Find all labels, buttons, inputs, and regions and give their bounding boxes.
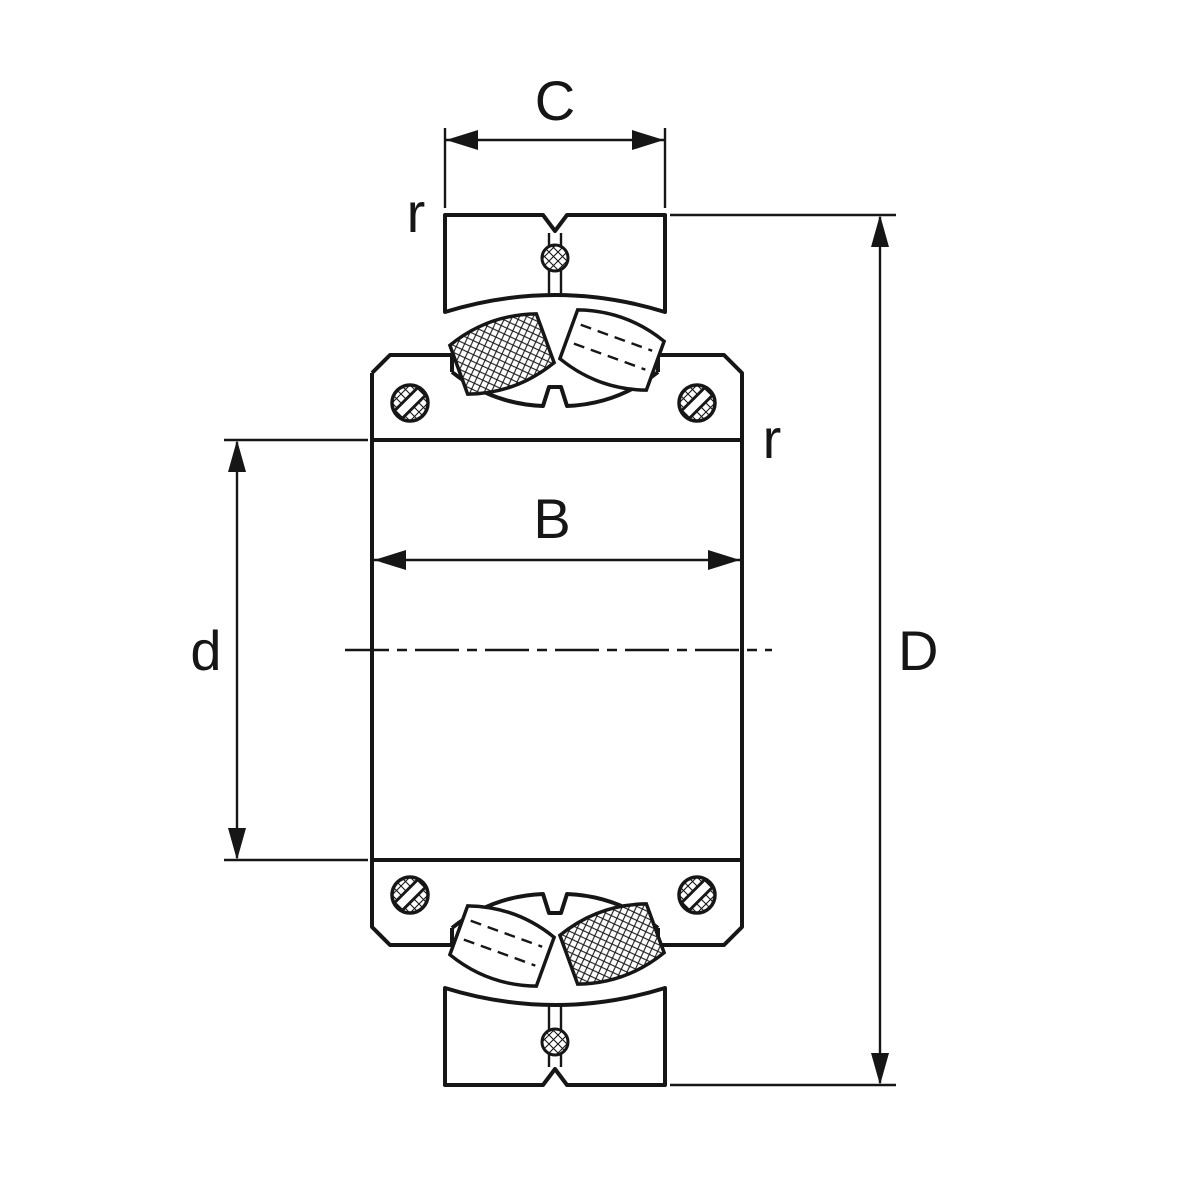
outer-ring-top [443,213,667,314]
dim-b-arrow-left [374,550,406,570]
clamp-screw-top-left [390,383,430,423]
fillet-label-right: r [763,407,782,470]
lube-hole-top [540,243,570,273]
inner-ring-assembly [370,353,744,947]
dim-b-label: B [533,487,570,550]
clamp-screw-bottom-right [677,875,717,915]
dim-dd-arrow-bottom [871,1053,889,1085]
dim-dd-arrow-top [871,215,889,247]
dim-d-label: d [190,619,221,682]
dim-d-arrow-bottom [228,828,246,860]
clamp-screw-top-right [677,383,717,423]
fillet-label-top: r [407,181,426,244]
dim-c-arrow-left [446,130,478,150]
dimension-b: B [374,487,740,570]
dim-dd-label: D [898,619,938,682]
dim-c-label: C [535,69,575,132]
roller-top-left-sectioned [447,312,557,396]
dimension-c: C [443,69,667,208]
roller-top-right [557,308,667,392]
inner-ring-outline [370,353,744,947]
roller-bottom-right-sectioned [557,902,667,986]
outer-ring-bottom [443,986,667,1087]
dim-b-arrow-right [708,550,740,570]
lube-hole-bottom [540,1027,570,1057]
roller-bottom-left [447,904,557,988]
dim-c-arrow-right [632,130,664,150]
dim-d-arrow-top [228,440,246,472]
dimension-dd: D [670,213,938,1087]
clamp-screw-bottom-left [390,875,430,915]
dimension-d: d [190,438,368,862]
